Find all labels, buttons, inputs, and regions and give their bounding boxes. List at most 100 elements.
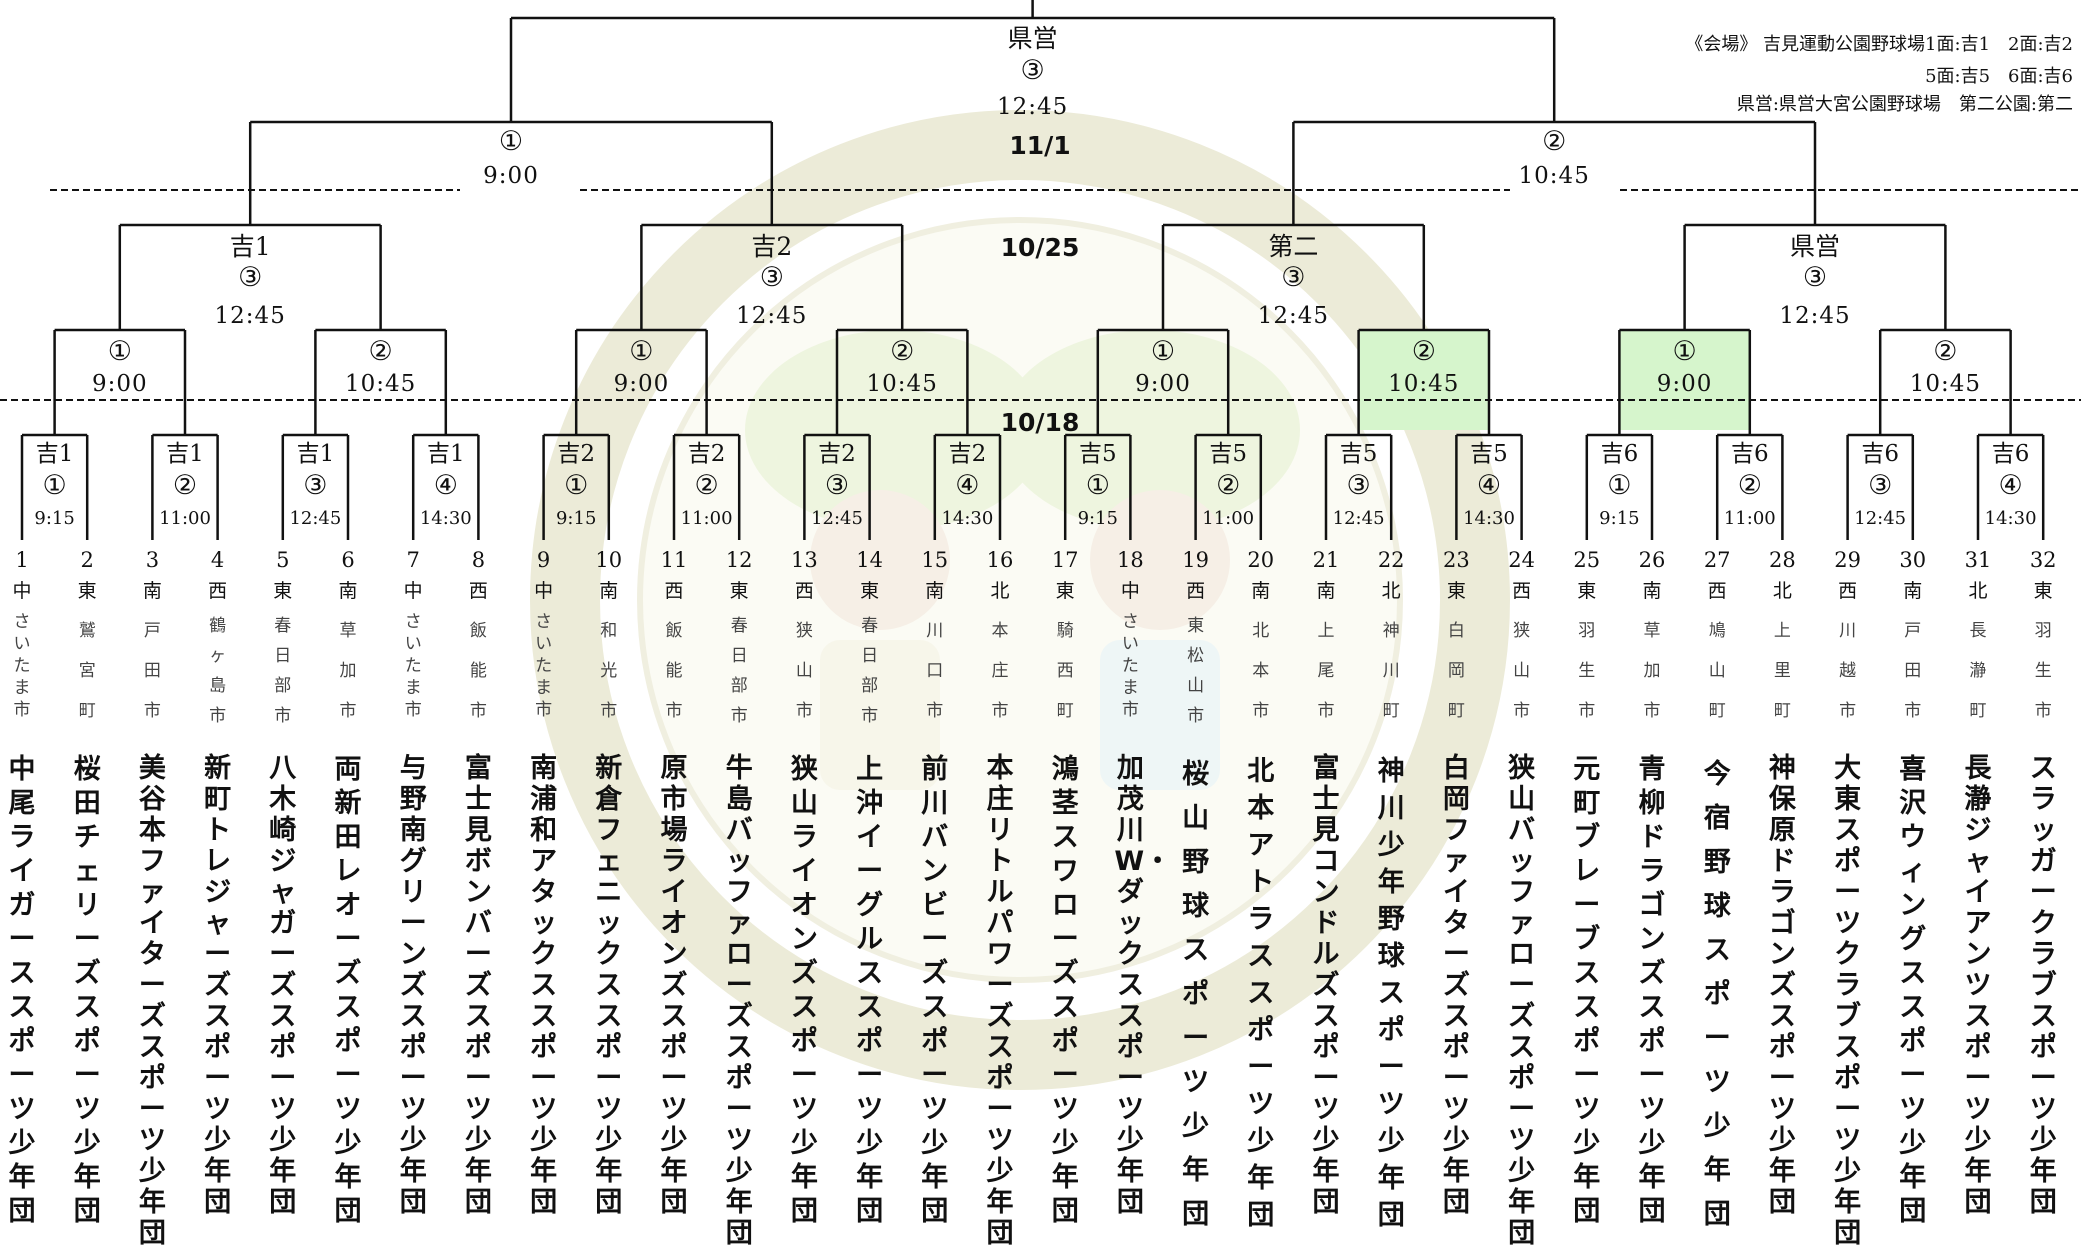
team-city: 川越市	[1839, 621, 1857, 721]
team-area: 中	[403, 580, 423, 602]
team-area: 南	[1903, 580, 1923, 602]
team-name: 喜沢ウィングススポーツ少年団	[1899, 754, 1927, 1227]
venue-legend-line2: 5面:吉5 6面:吉6	[1925, 66, 2073, 87]
team-area: 東	[860, 580, 880, 602]
round1-match-number: ①	[42, 470, 67, 501]
team-number: 28	[1769, 548, 1796, 572]
quarterfinal-time: 12:45	[1779, 303, 1851, 329]
round1-match-time: 11:00	[159, 508, 211, 529]
highlight-round2-match	[1358, 330, 1489, 430]
team-number: 10	[595, 548, 623, 572]
team-name: 富士見コンドルズスポーツ少年団	[1312, 753, 1340, 1218]
team-city: 羽生市	[2034, 621, 2052, 721]
team-name: 桜田チェリーズスポーツ少年団	[73, 754, 101, 1227]
round1-match-time: 9:15	[1599, 508, 1640, 529]
team-area: 東	[1577, 580, 1597, 602]
team-number: 22	[1377, 548, 1405, 572]
team-name: 前川バンビーズスポーツ少年団	[921, 754, 949, 1227]
team-number: 32	[2029, 548, 2057, 572]
team-area: 西	[1512, 580, 1532, 602]
team-name: 原市場ライオンズスポーツ少年団	[660, 753, 688, 1218]
round1-match-time: 9:15	[555, 508, 597, 529]
highlight-round2-match	[1619, 330, 1750, 430]
round1-match-site: 吉1	[426, 441, 465, 467]
team-city: 上尾市	[1317, 621, 1335, 721]
round1-match-number: ③	[1346, 470, 1371, 501]
team-number: 6	[341, 548, 355, 572]
round1-match-number: ①	[564, 470, 589, 501]
team-name: 美谷本ファイターズスポーツ少年団	[138, 753, 166, 1249]
date-quarterfinal: 10/25	[1000, 233, 1080, 262]
team-name: 八木崎ジャガーズスポーツ少年団	[269, 753, 297, 1218]
team-area: 東	[2033, 580, 2053, 602]
round2-match-number: ①	[1150, 336, 1176, 367]
team-number: 31	[1964, 548, 1992, 572]
team-area: 西	[1707, 580, 1727, 602]
round1-match-site: 吉6	[1991, 441, 2030, 467]
team-area: 南	[142, 580, 162, 602]
round1-match-site: 吉2	[557, 441, 596, 467]
quarterfinal-site: 第二	[1268, 232, 1319, 261]
venue-legend-line1: 《会場》 吉見運動公園野球場1面:吉1 2面:吉2	[1685, 34, 2073, 55]
team-name: 牛島バッファローズスポーツ少年団	[725, 753, 753, 1249]
semifinal-number: ①	[498, 126, 524, 157]
round1-match-time: 11:00	[1202, 508, 1255, 529]
team-city: 戸田市	[143, 621, 161, 721]
round2-match-number: ②	[1411, 336, 1436, 367]
round1-match-site: 吉2	[948, 441, 987, 467]
team-number: 20	[1247, 548, 1275, 572]
team-name: 神保原ドラゴンズスポーツ少年団	[1768, 753, 1796, 1218]
team-number: 23	[1443, 548, 1470, 572]
team-number: 4	[210, 548, 225, 572]
team-area: 北	[1381, 580, 1401, 602]
round1-match-site: 吉1	[166, 441, 204, 467]
team-number: 24	[1508, 548, 1535, 572]
team-name: 今宿野球スポーツ少年団	[1703, 759, 1731, 1230]
team-number: 17	[1051, 548, 1079, 572]
round1-match-time: 14:30	[1463, 508, 1515, 529]
round1-match-time: 11:00	[1723, 508, 1776, 529]
date-round1: 10/18	[1000, 408, 1080, 437]
team-number: 11	[660, 548, 688, 572]
team-area: 西	[1838, 580, 1858, 602]
round1-match-number: ④	[433, 470, 458, 501]
team-area: 南	[1642, 580, 1662, 602]
team-name: 北本アトラススポーツ少年団	[1247, 756, 1275, 1231]
team-number: 5	[276, 548, 290, 572]
team-area: 西	[1186, 580, 1206, 602]
team-name: 中尾ライガーススポーツ少年団	[8, 754, 36, 1227]
team-name: 狭山ライオンズスポーツ少年団	[790, 754, 818, 1227]
round1-match-number: ④	[955, 470, 980, 501]
team-name: 南浦和アタックススポーツ少年団	[530, 753, 558, 1218]
team-area: 南	[338, 580, 358, 602]
team-city: 草加市	[339, 621, 357, 721]
team-area: 中	[534, 580, 554, 602]
round1-match-number: ④	[1476, 470, 1502, 501]
round1-match-site: 吉5	[1078, 441, 1117, 467]
final-number: ③	[1020, 55, 1045, 86]
team-number: 13	[791, 548, 818, 572]
team-name: 桜山野球スポーツ少年団	[1182, 759, 1210, 1230]
team-area: 南	[925, 580, 945, 602]
round1-match-number: ②	[1737, 470, 1762, 501]
round2-match-time: 10:45	[866, 371, 938, 397]
round2-match-time: 10:45	[1388, 371, 1460, 397]
quarterfinal-number: ③	[1802, 262, 1828, 293]
